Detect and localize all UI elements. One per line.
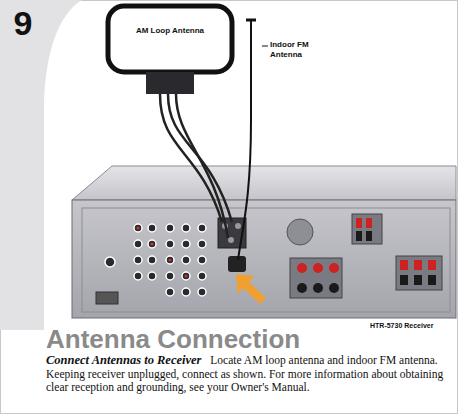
step-number-tab: 9 (6, 4, 40, 42)
am-loop-antenna: AM Loop Antenna (114, 24, 226, 38)
model-label: HTR-5730 Receiver (370, 321, 433, 330)
antenna-label: AM Loop Antenna (116, 26, 224, 36)
fm-antenna-label: Indoor FM Antenna (270, 40, 334, 60)
step-number: 9 (6, 4, 40, 42)
instruction-paragraph: Connect Antennas to Receiver Locate AM l… (46, 354, 448, 395)
section-heading: Antenna Connection (46, 324, 300, 354)
step-heading: Connect Antennas to Receiver (46, 353, 201, 367)
